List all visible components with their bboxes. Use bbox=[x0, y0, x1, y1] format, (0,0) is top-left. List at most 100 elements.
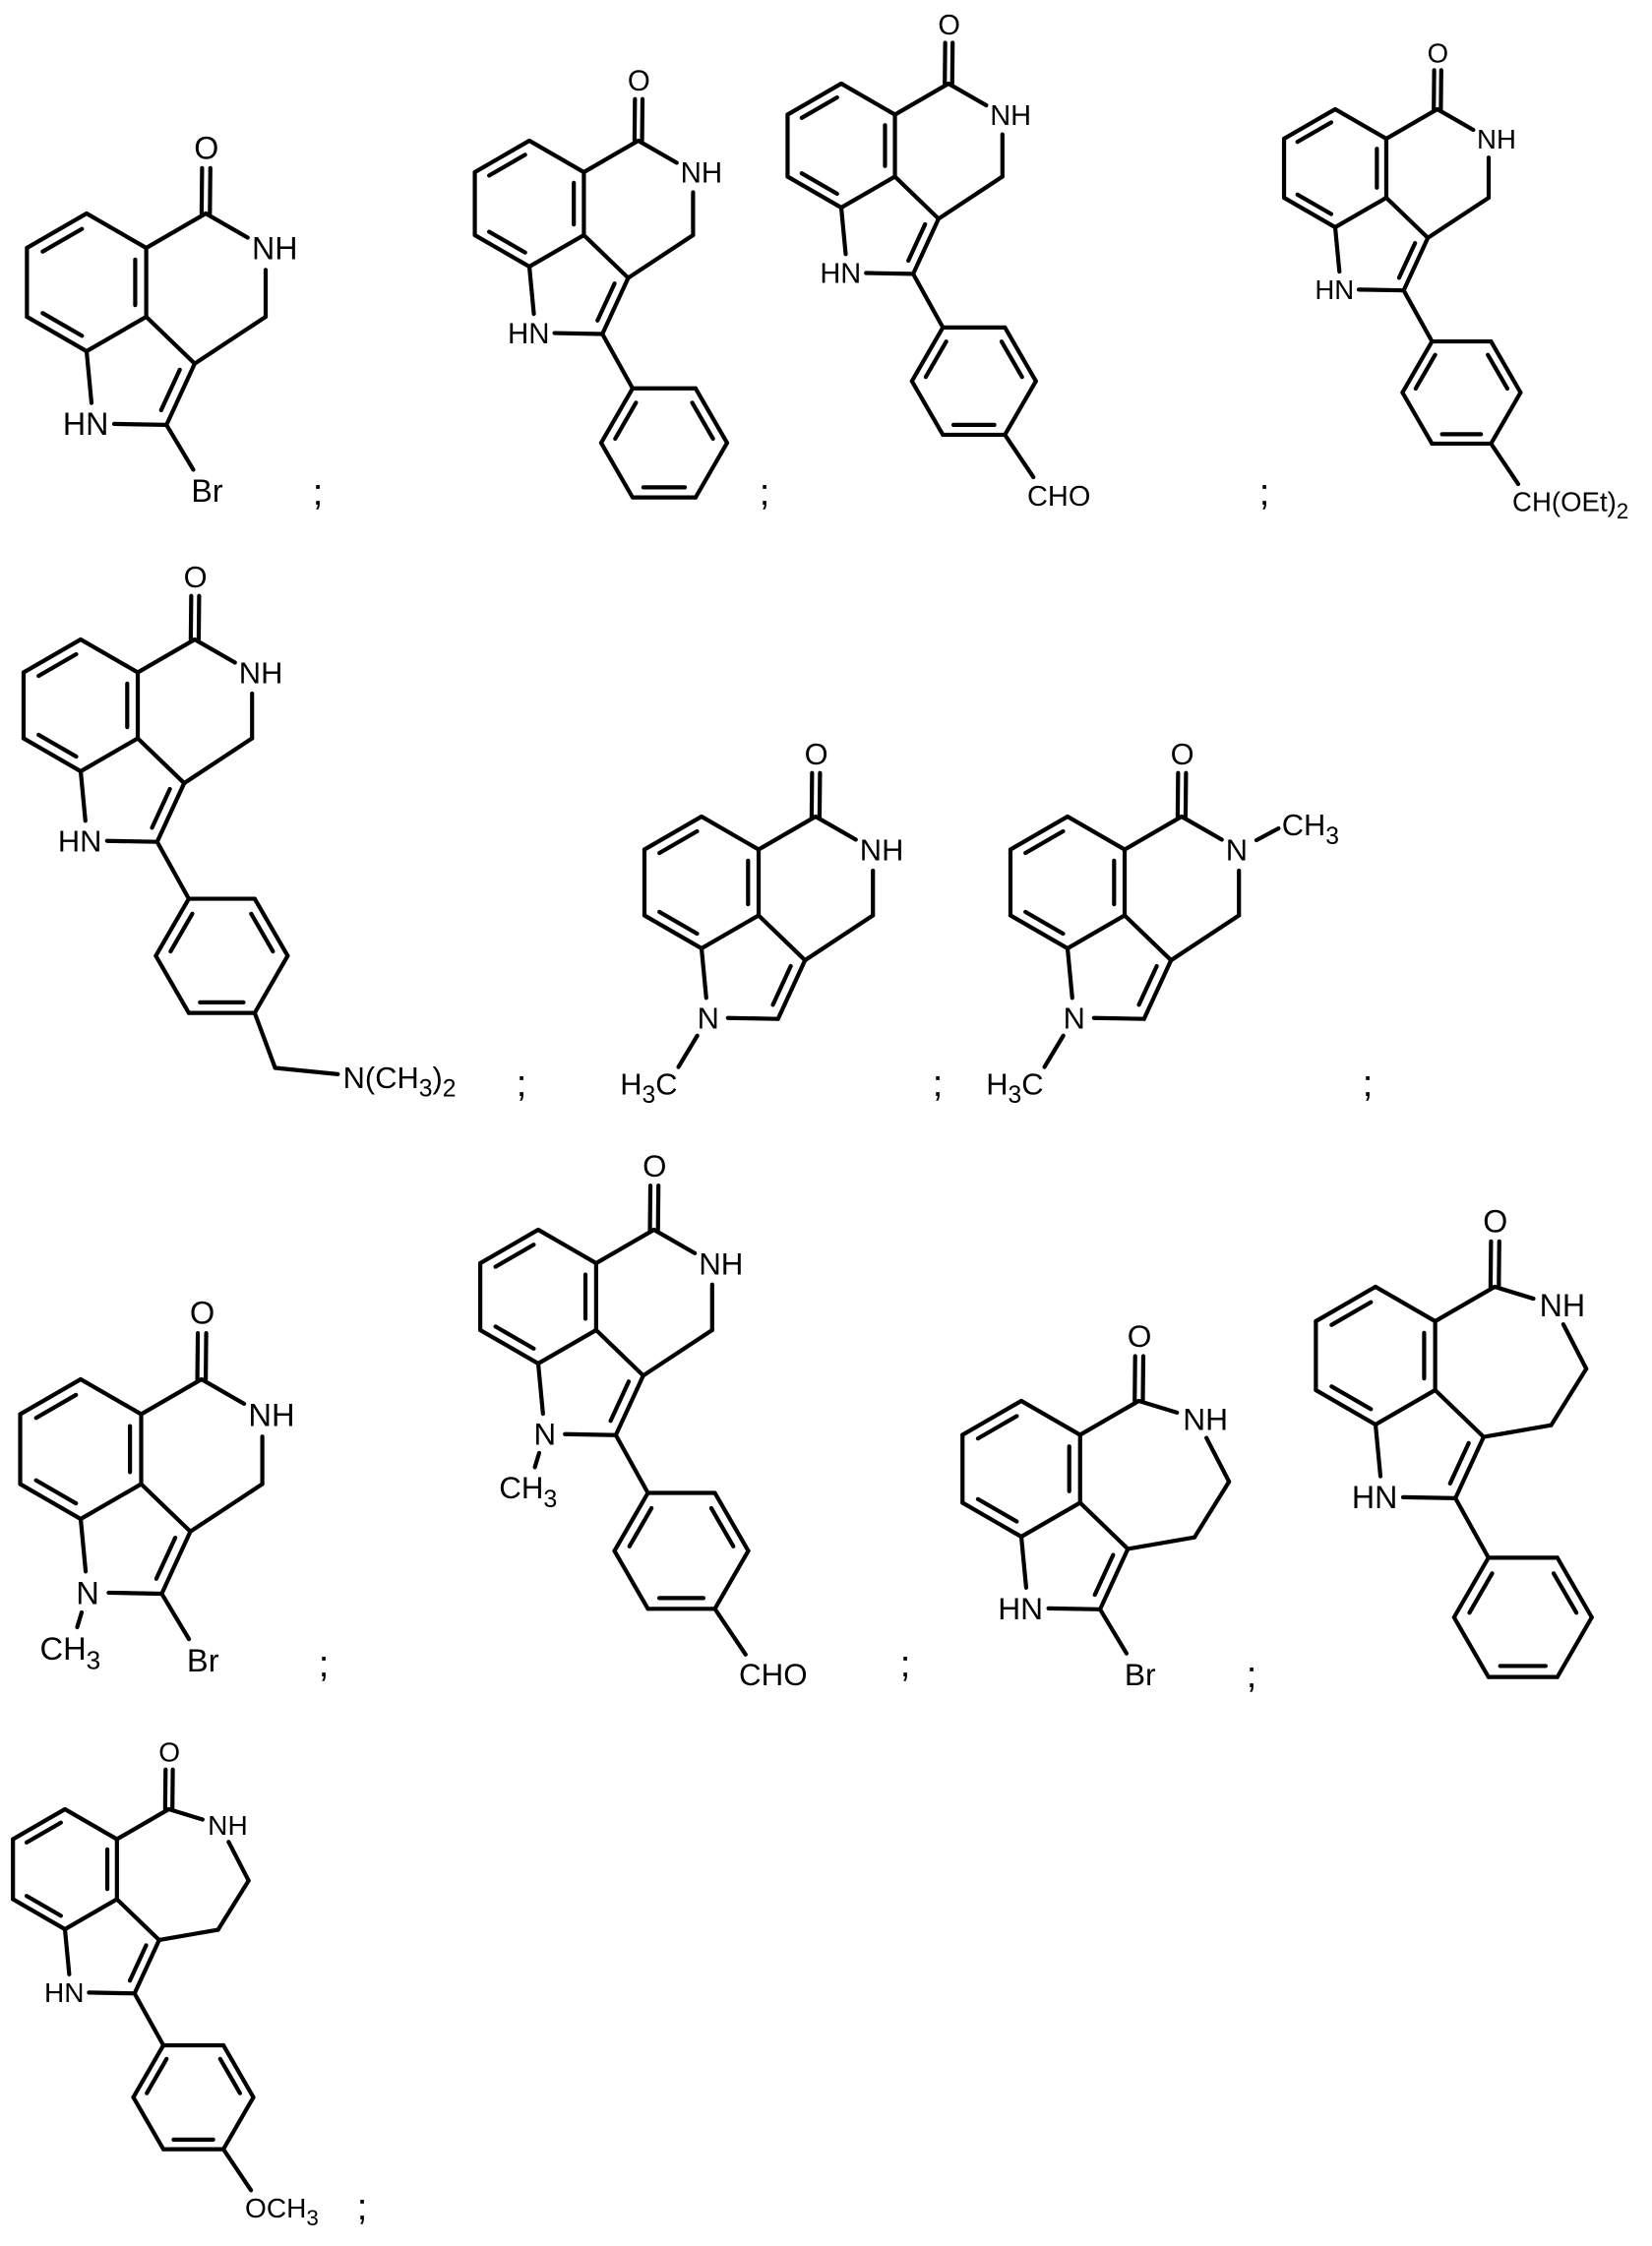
aryl-link-bond bbox=[616, 1435, 648, 1493]
aryl-ring-bond bbox=[1005, 381, 1035, 435]
bond-line bbox=[895, 84, 948, 115]
benzene-bond bbox=[702, 916, 759, 949]
benzene-bond bbox=[538, 1330, 596, 1364]
double-bond-line bbox=[711, 1508, 733, 1547]
separator-semicolon: ; bbox=[517, 1063, 527, 1105]
bond-line bbox=[1386, 109, 1438, 139]
bond-line bbox=[1128, 1538, 1194, 1549]
separator-semicolon: ; bbox=[313, 472, 324, 514]
structure-5: ONHHNN(CH3)2; bbox=[24, 560, 526, 1105]
double-bond-line bbox=[147, 2059, 166, 2094]
aryl-ring-bond bbox=[615, 1550, 648, 1609]
bond-line bbox=[275, 1068, 338, 1074]
separator-semicolon: ; bbox=[900, 1644, 911, 1685]
aryl-link-bond bbox=[913, 273, 943, 327]
para-substituent-bond bbox=[223, 2150, 251, 2191]
carbonyl-oxygen-label: O bbox=[158, 1737, 180, 1768]
aryl-ring-bond bbox=[223, 2097, 254, 2150]
bond-line bbox=[654, 1230, 695, 1253]
amide-nitrogen-label: NH bbox=[252, 231, 298, 267]
double-bond-line bbox=[251, 914, 273, 951]
double-bond-line bbox=[615, 402, 636, 439]
indole-nh-label: HN bbox=[58, 823, 102, 858]
bond-line bbox=[159, 1930, 218, 1940]
bond-line bbox=[161, 1532, 190, 1594]
bond-line bbox=[596, 1330, 643, 1375]
amide-methyl-label: CH3 bbox=[1282, 808, 1339, 850]
double-bond-line bbox=[926, 341, 947, 377]
double-bond-line bbox=[27, 1823, 61, 1843]
double-bond-line bbox=[659, 831, 697, 853]
double-bond-line bbox=[1002, 341, 1022, 377]
bond-line bbox=[1552, 1368, 1587, 1425]
benzene-bond bbox=[81, 639, 138, 673]
bond-line bbox=[141, 1379, 201, 1415]
double-bond-line bbox=[38, 654, 76, 676]
benzene-bond bbox=[81, 1485, 141, 1520]
bond-line bbox=[643, 1330, 712, 1375]
double-bond-line bbox=[1469, 1573, 1492, 1612]
bond-line bbox=[117, 1809, 169, 1840]
separator-semicolon: ; bbox=[319, 1644, 330, 1685]
bond-line bbox=[190, 1485, 262, 1532]
structure-1: ONHHNBr; bbox=[27, 130, 323, 514]
amide-nitrogen-label: NH bbox=[681, 157, 723, 190]
aryl-link-bond bbox=[1455, 1498, 1489, 1557]
n-methyl-bond bbox=[535, 1453, 539, 1467]
benzene-bond bbox=[1021, 1503, 1080, 1538]
bond-line bbox=[1094, 1018, 1144, 1019]
double-bond-line bbox=[496, 1326, 534, 1348]
bond-line bbox=[1125, 916, 1171, 961]
bond-line bbox=[583, 141, 638, 172]
double-bond-line bbox=[42, 313, 82, 335]
benzene-bond bbox=[841, 84, 895, 115]
bond-line bbox=[147, 213, 206, 248]
bond-line bbox=[141, 1485, 190, 1532]
carbonyl-oxygen-label: O bbox=[1428, 37, 1448, 68]
double-bond-line bbox=[496, 1244, 534, 1266]
structure-2: ONHHN; bbox=[475, 65, 770, 514]
indole-nitrogen-label: N bbox=[698, 1001, 719, 1035]
double-bond-line bbox=[1331, 1303, 1371, 1325]
benzene-bond bbox=[81, 1379, 141, 1415]
separator-semicolon: ; bbox=[760, 472, 770, 514]
bond-line bbox=[138, 739, 184, 784]
aryl-link-bond bbox=[1404, 290, 1433, 341]
bond-line bbox=[1068, 948, 1072, 998]
indole-nh-label: HN bbox=[1352, 1480, 1398, 1515]
benzene-bond bbox=[1376, 1390, 1436, 1425]
bond-line bbox=[1436, 1390, 1484, 1437]
aryl-ring-bond bbox=[1454, 1617, 1489, 1677]
double-bond-line bbox=[1298, 122, 1331, 142]
para-substituent-bond bbox=[1491, 444, 1518, 484]
double-bond-line bbox=[27, 1896, 61, 1915]
double-bond-line bbox=[693, 402, 713, 439]
structure-7: ONCH3NH3C; bbox=[986, 737, 1373, 1109]
double-bond-line bbox=[220, 2059, 240, 2094]
bond-line bbox=[529, 267, 534, 314]
bond-line bbox=[728, 1018, 778, 1019]
bond-line bbox=[628, 235, 693, 278]
carbonyl-oxygen-label: O bbox=[1483, 1203, 1507, 1239]
aryl-ring-bond bbox=[696, 443, 727, 497]
structure-12: ONHHNOCH3; bbox=[13, 1737, 367, 2230]
carbonyl-oxygen-label: O bbox=[194, 130, 218, 165]
bond-line bbox=[89, 1992, 134, 1993]
bond-line bbox=[138, 639, 195, 673]
bond-line bbox=[805, 916, 873, 961]
double-bond-line bbox=[489, 154, 525, 175]
double-bond-line bbox=[802, 173, 837, 194]
bromine-label: Br bbox=[1125, 1657, 1156, 1692]
benzene-bond bbox=[529, 235, 583, 267]
amide-nitrogen-label: NH bbox=[1477, 124, 1516, 154]
benzene-bond bbox=[702, 817, 759, 850]
indole-methyl-label: CH3 bbox=[39, 1630, 100, 1674]
double-bond-line bbox=[1298, 195, 1331, 214]
para-substituent-label: CHO bbox=[739, 1658, 808, 1692]
bond-line bbox=[1359, 289, 1404, 290]
indole-methyl-label: H3C bbox=[986, 1066, 1043, 1109]
structure-3: ONHHNCHO; bbox=[787, 10, 1269, 514]
carbonyl-oxygen-label: O bbox=[938, 10, 960, 41]
benzene-bond bbox=[841, 177, 895, 209]
bond-line bbox=[639, 141, 677, 162]
